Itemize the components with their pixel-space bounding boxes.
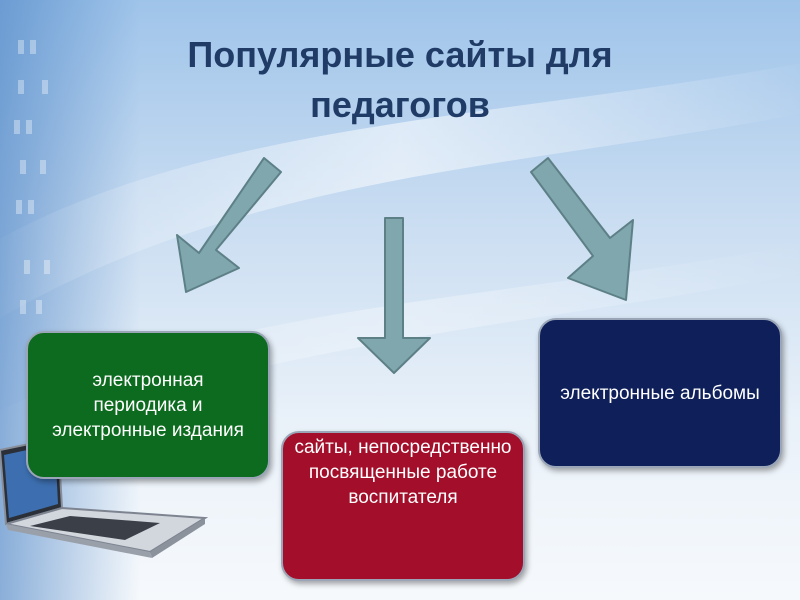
box-electronic-albums: электронные альбомы xyxy=(538,318,782,468)
box-electronic-periodicals-label: электронная периодика и электронные изда… xyxy=(52,369,244,441)
arrow-down-right-icon xyxy=(530,157,634,301)
box-teacher-sites-label: сайты, непосредственно посвященные работ… xyxy=(294,437,512,508)
box-teacher-sites: сайты, непосредственно посвященные работ… xyxy=(281,431,525,581)
title-line-1: Популярные сайты для xyxy=(187,34,613,75)
title-line-2: педагогов xyxy=(310,84,490,125)
arrow-down-icon xyxy=(357,217,431,374)
arrow-down-left-icon xyxy=(176,157,282,293)
box-electronic-albums-label: электронные альбомы xyxy=(560,382,760,404)
box-electronic-periodicals: электронная периодика и электронные изда… xyxy=(26,331,270,479)
slide-title: Популярные сайты для педагогов xyxy=(100,30,700,130)
